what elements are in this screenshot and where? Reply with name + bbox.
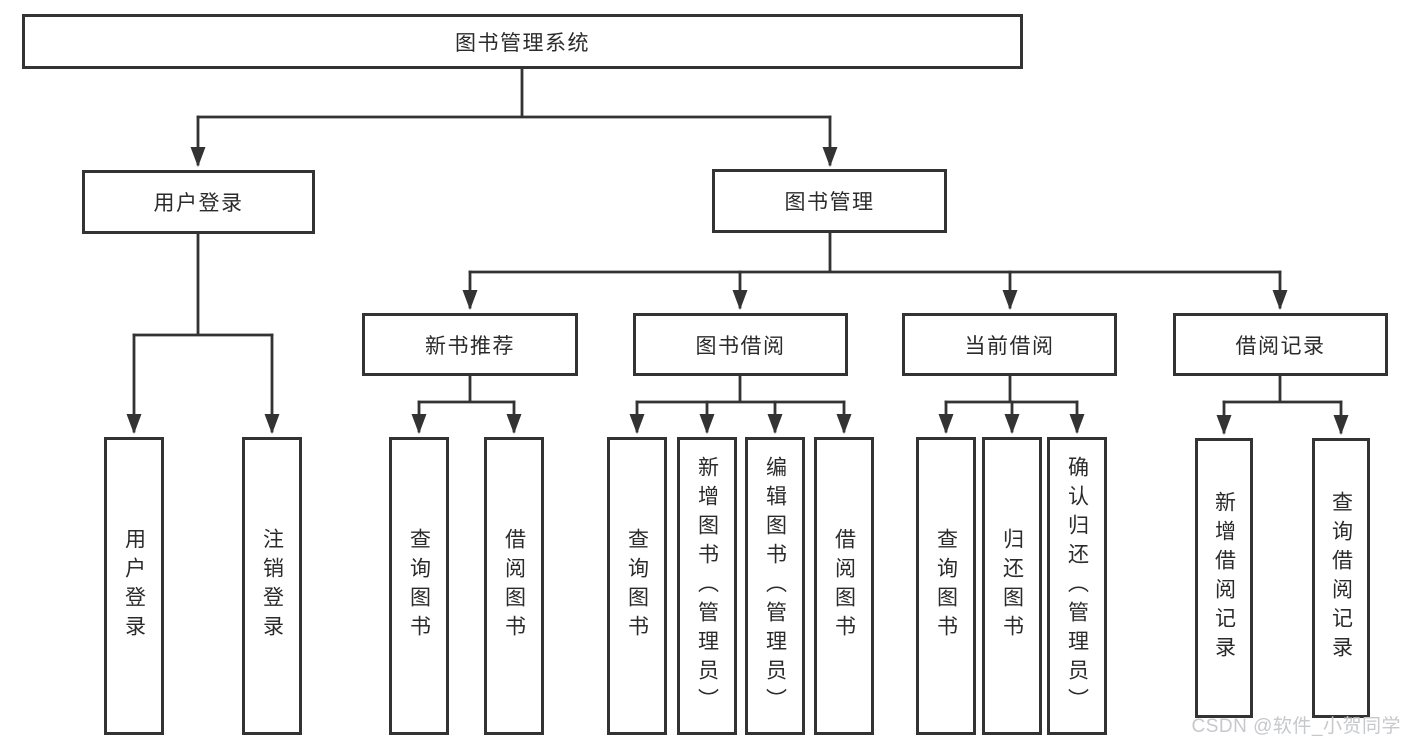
node-borrow-record: 借阅记录	[1173, 313, 1388, 376]
node-label: 图书借阅	[695, 334, 786, 358]
connector-book-borrow-branch	[629, 374, 852, 434]
node-new-book-recommend: 新书推荐	[362, 313, 578, 376]
leaf-label: 确认归还（管理员）	[1065, 455, 1089, 717]
leaf-label: 归还图书	[1000, 528, 1024, 644]
leaf-label: 新增图书（管理员）	[695, 455, 719, 717]
leaf-label: 查询图书	[407, 528, 431, 644]
leaf-user-login: 用户登录	[104, 437, 164, 735]
connector-current-borrow-branch	[938, 374, 1085, 434]
leaf-search-borrow-record: 查询借阅记录	[1312, 438, 1370, 718]
leaf-borrow-book-recommend: 借阅图书	[484, 437, 544, 735]
node-library-management-system: 图书管理系统	[22, 14, 1023, 69]
leaf-label: 注销登录	[260, 528, 284, 644]
leaf-label: 查询图书	[625, 528, 649, 644]
leaf-label: 编辑图书（管理员）	[763, 455, 787, 717]
node-current-borrow: 当前借阅	[902, 313, 1117, 376]
connector-new-book-branch	[411, 374, 522, 434]
leaf-logout: 注销登录	[242, 437, 302, 735]
leaf-label: 新增借阅记录	[1212, 491, 1236, 665]
leaf-search-book-borrow: 查询图书	[607, 437, 667, 735]
node-label: 新书推荐	[425, 334, 515, 358]
leaf-search-book-recommend: 查询图书	[389, 437, 449, 735]
node-label: 图书管理	[784, 191, 875, 214]
leaf-confirm-return-admin: 确认归还（管理员）	[1047, 437, 1107, 735]
leaf-label: 用户登录	[122, 528, 146, 644]
connector-root-branch	[190, 67, 838, 167]
leaf-add-book-admin: 新增图书（管理员）	[677, 437, 737, 735]
leaf-label: 借阅图书	[502, 528, 526, 644]
node-book-management: 图书管理	[712, 169, 947, 233]
leaf-return-book: 归还图书	[982, 437, 1042, 735]
node-book-borrow: 图书借阅	[633, 313, 848, 376]
node-user-login: 用户登录	[82, 170, 315, 234]
leaf-label: 查询借阅记录	[1329, 491, 1353, 665]
csdn-watermark: CSDN @软件_小贺同学	[1191, 716, 1401, 737]
connector-borrow-record-branch	[1216, 374, 1349, 435]
leaf-label: 查询图书	[934, 528, 958, 644]
leaf-add-borrow-record: 新增借阅记录	[1195, 438, 1253, 718]
connector-book-mgmt-branch	[462, 232, 1288, 310]
leaf-edit-book-admin: 编辑图书（管理员）	[745, 437, 805, 735]
node-label: 当前借阅	[964, 334, 1055, 358]
connector-user-login-branch	[126, 232, 280, 434]
leaf-search-book-current: 查询图书	[916, 437, 976, 735]
node-label: 图书管理系统	[455, 31, 590, 55]
leaf-label: 借阅图书	[832, 528, 856, 644]
node-label: 用户登录	[153, 192, 244, 215]
leaf-borrow-book: 借阅图书	[814, 437, 874, 735]
node-label: 借阅记录	[1235, 334, 1326, 358]
